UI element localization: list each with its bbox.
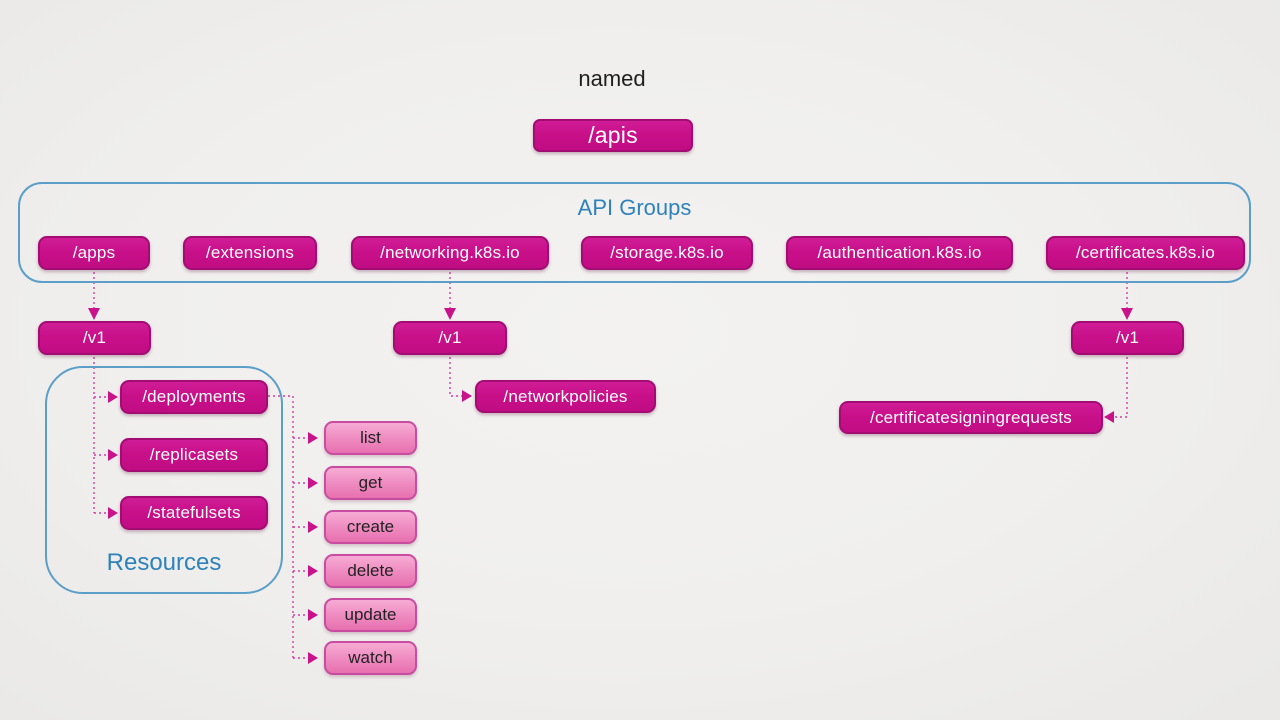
resource-certificatesigningrequests: /certificatesigningrequests	[839, 401, 1103, 434]
connector-v1-to-networkpolicies	[449, 357, 472, 402]
resource-networkpolicies: /networkpolicies	[475, 380, 656, 413]
verb-delete: delete	[324, 554, 417, 588]
named-label: named	[578, 66, 646, 91]
apis-node: /apis	[533, 119, 693, 152]
version-node-apps-v1: /v1	[38, 321, 151, 355]
verb-list: list	[324, 421, 417, 455]
api-groups-panel: API Groups	[18, 182, 1251, 283]
verb-get: get	[324, 466, 417, 500]
version-node-networking-v1: /v1	[393, 321, 507, 355]
group-storage-k8s-io: /storage.k8s.io	[581, 236, 753, 270]
group-extensions: /extensions	[183, 236, 317, 270]
group-networking-k8s-io: /networking.k8s.io	[351, 236, 549, 270]
resource-replicasets: /replicasets	[120, 438, 268, 472]
connector-v1-to-certificatesigningrequests	[1104, 357, 1128, 423]
resources-panel	[45, 366, 283, 594]
resource-statefulsets: /statefulsets	[120, 496, 268, 530]
group-certificates-k8s-io: /certificates.k8s.io	[1046, 236, 1245, 270]
verb-update: update	[324, 598, 417, 632]
resource-deployments: /deployments	[120, 380, 268, 414]
verb-watch: watch	[324, 641, 417, 675]
version-node-certificates-v1: /v1	[1071, 321, 1184, 355]
verb-create: create	[324, 510, 417, 544]
resources-title: Resources	[106, 549, 222, 576]
group-authentication-k8s-io: /authentication.k8s.io	[786, 236, 1013, 270]
api-groups-title: API Groups	[577, 195, 692, 220]
group-apps: /apps	[38, 236, 150, 270]
